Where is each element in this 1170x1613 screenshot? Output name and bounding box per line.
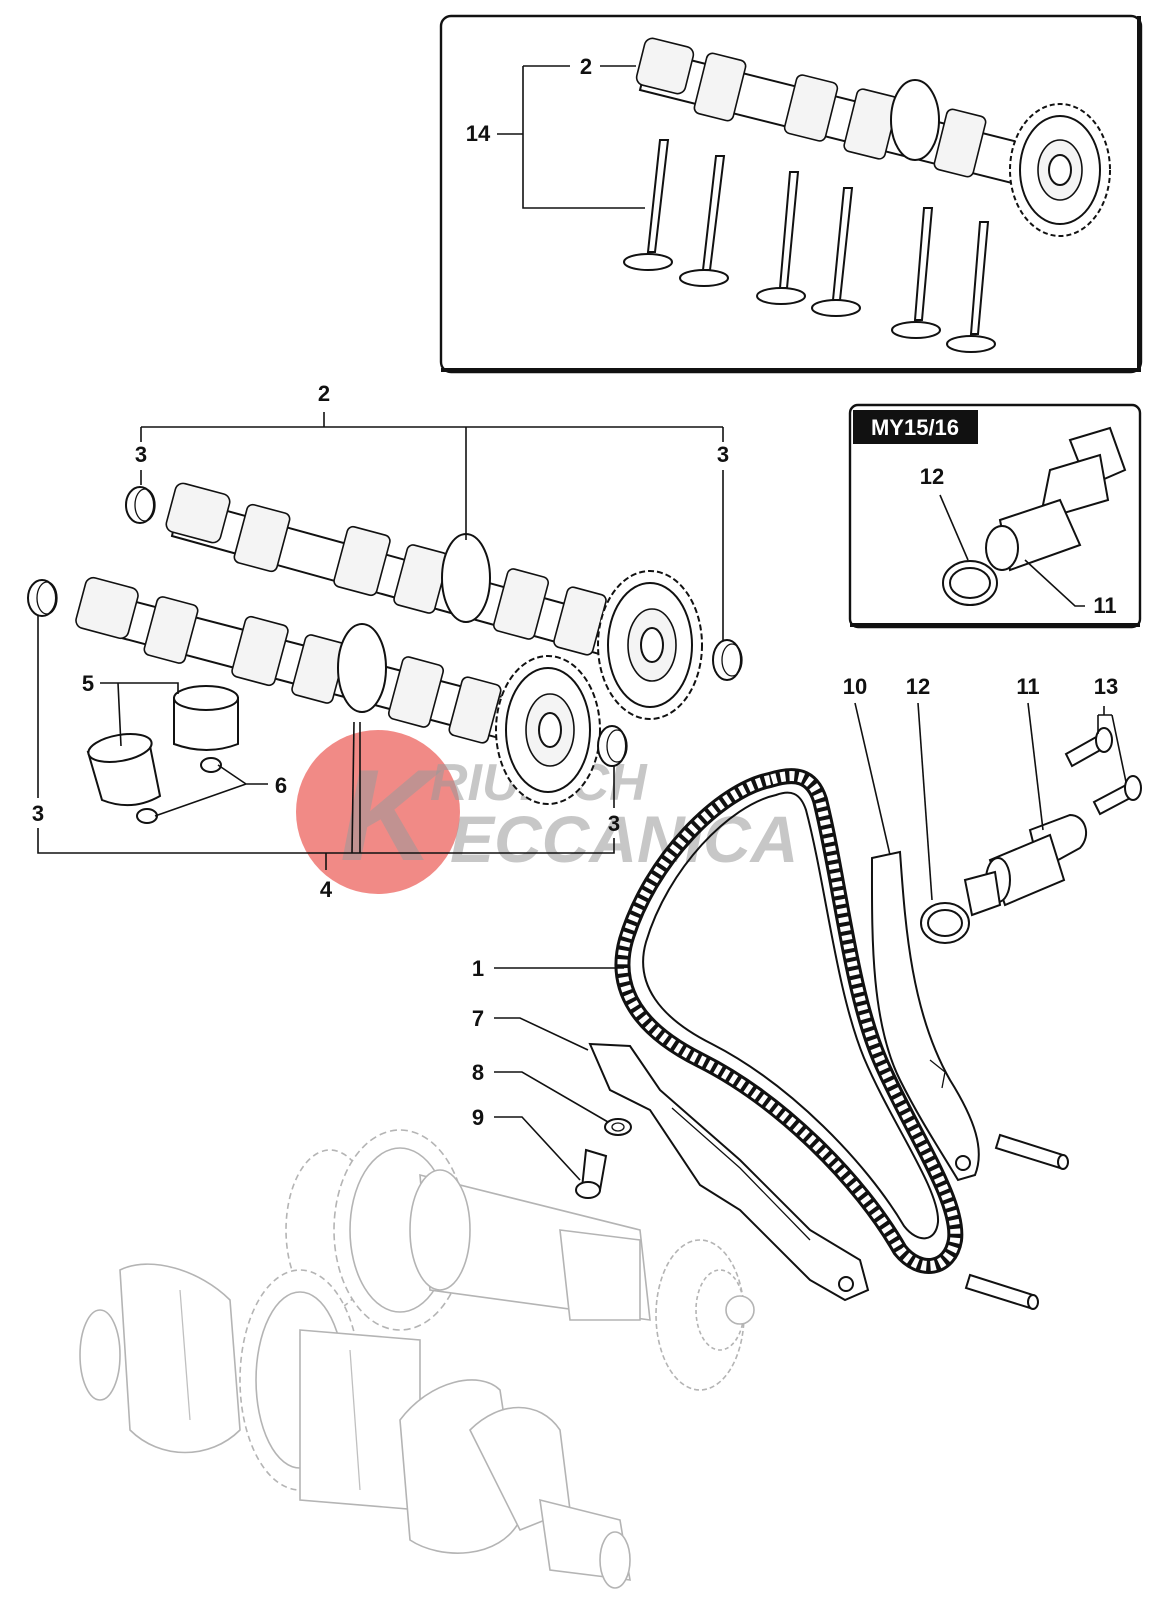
shim-icon	[136, 808, 158, 824]
inset-camshaft	[635, 37, 1111, 237]
callout-5: 5	[82, 671, 94, 696]
camshaft-cap-icon	[712, 639, 743, 681]
valve-icon	[811, 187, 861, 317]
callout-10: 10	[843, 674, 867, 699]
camshaft-upper	[165, 482, 703, 720]
model-year-badge: MY15/16	[871, 415, 959, 440]
callout-2: 2	[318, 381, 330, 406]
callout-9: 9	[472, 1105, 484, 1130]
sealing-washer-icon	[920, 902, 970, 944]
bucket-tappet-icon	[86, 733, 162, 807]
shim-icon	[200, 757, 222, 773]
callout-6: 6	[275, 773, 287, 798]
callout-13: 13	[1094, 674, 1118, 699]
cam-chain-icon	[614, 768, 964, 1274]
valve-icon	[891, 207, 941, 339]
callout-1: 1	[472, 956, 484, 981]
tensioner-bolt-icon	[985, 426, 1127, 572]
inset-box-my15-16: MY15/16 12 11	[848, 403, 1142, 629]
crankshaft-ghost	[79, 1263, 631, 1589]
valve-icon	[623, 139, 673, 271]
chain-guide-left-icon	[588, 1042, 870, 1302]
callout-3-top-left: 3	[135, 442, 147, 467]
guide-bolt-icon	[575, 1148, 608, 1199]
camshaft-cap-icon	[597, 725, 628, 767]
chain-guide-right-icon	[870, 850, 980, 1182]
chain-tensioner-icon	[963, 813, 1088, 917]
lower-cam-sprocket	[495, 655, 601, 805]
callout-inset2-12: 12	[920, 464, 944, 489]
watermark-logo: K RIUDICH ECCANICA	[296, 730, 798, 894]
tensioner-bolt-icon	[1064, 727, 1113, 768]
dowel-pin-icon	[964, 1273, 1039, 1310]
valve-icon	[756, 171, 806, 305]
tensioner-bolt-icon	[1092, 775, 1142, 816]
bucket-tappet-icon	[173, 685, 239, 751]
watermark-line2: ECCANICA	[450, 802, 798, 876]
inset-cam-sprocket	[1009, 103, 1111, 237]
callout-11: 11	[1016, 674, 1039, 699]
callout-8: 8	[472, 1060, 484, 1085]
dowel-pin-icon	[994, 1133, 1069, 1170]
callout-inset-2: 2	[580, 54, 592, 79]
callout-12: 12	[906, 674, 930, 699]
camshaft-lower	[75, 576, 601, 805]
watermark-letter: K	[340, 742, 442, 888]
sealing-washer-icon	[942, 560, 998, 606]
upper-cam-sprocket	[597, 570, 703, 720]
inset-valves	[623, 139, 996, 353]
guide-washer-icon	[604, 1118, 632, 1136]
camshaft-cap-icon	[125, 486, 156, 524]
callout-inset-14: 14	[466, 121, 491, 146]
camshaft-cap-icon	[27, 579, 58, 617]
balance-shaft-ghost	[285, 1129, 755, 1391]
callout-7: 7	[472, 1006, 484, 1031]
callout-inset2-11: 11	[1093, 593, 1116, 618]
callout-4: 4	[320, 877, 333, 902]
callout-3-bottom-left: 3	[32, 801, 44, 826]
valve-icon	[946, 221, 996, 353]
inset-box-valves: 2 14	[439, 14, 1143, 374]
callout-3-bottom-right: 3	[608, 811, 620, 836]
valve-icon	[679, 155, 729, 287]
callout-3-top-right: 3	[717, 442, 729, 467]
